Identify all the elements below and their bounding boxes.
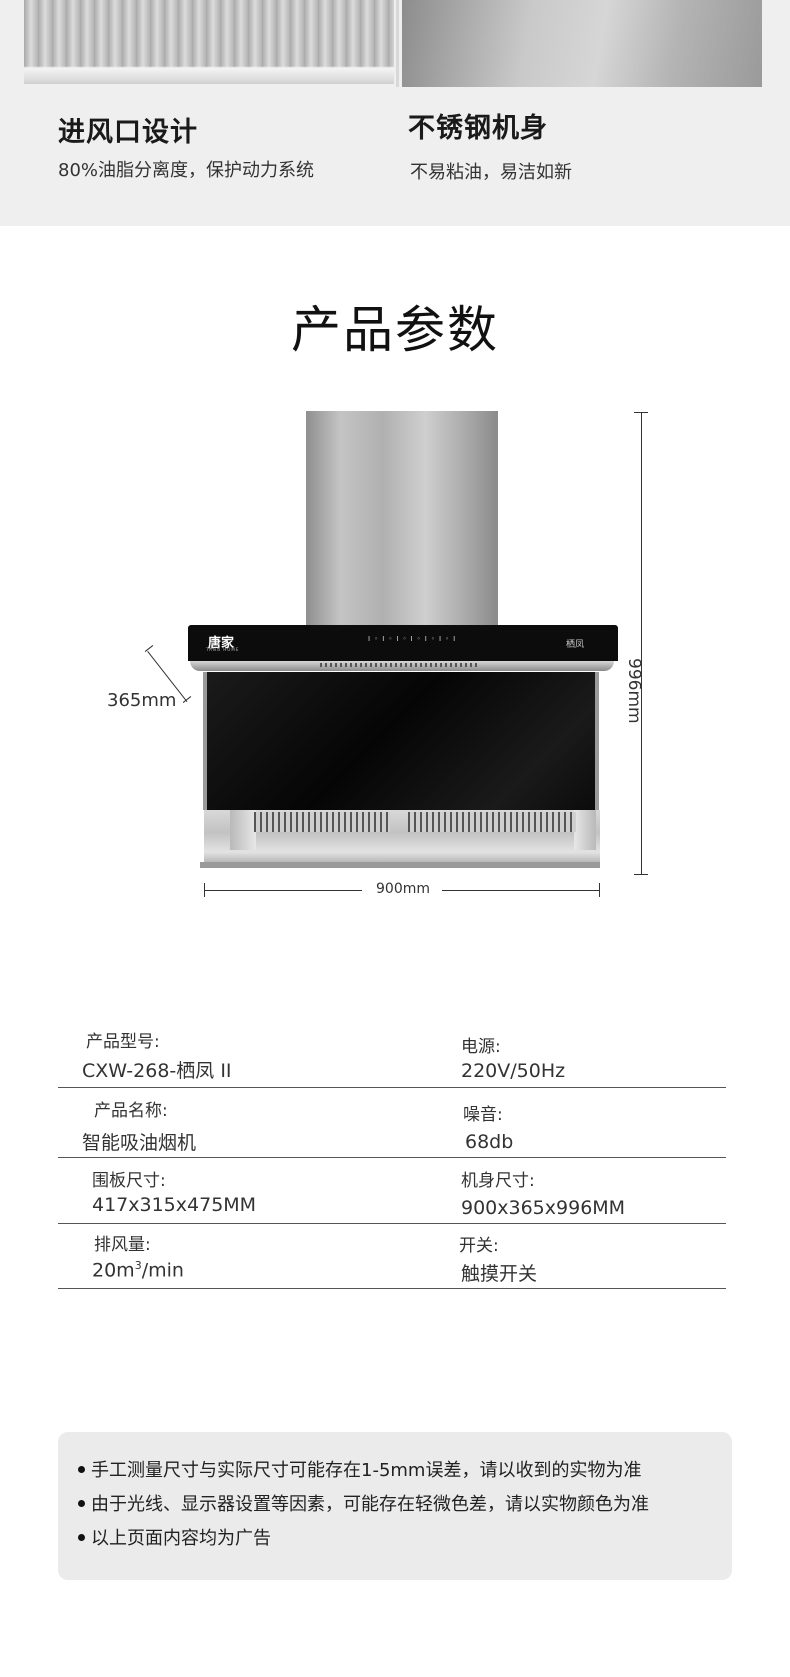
disclaimer-text: 以上页面内容均为广告 [91,1528,271,1549]
touch-controls-icon: I◦I◦I◦I◦I◦I◦I [368,635,460,643]
spec-value-body-size: 900x365x996MM [461,1197,626,1219]
brand-logo-subtext: TANG HOME [206,647,240,652]
hood-glass-panel [206,672,596,810]
feature-subtitle-air-inlet: 80%油脂分离度，保护动力系统 [58,160,315,181]
disclaimer-text: 手工测量尺寸与实际尺寸可能存在1-5mm误差，请以收到的实物为准 [91,1460,642,1481]
spec-label-noise: 噪音: [463,1105,503,1125]
rim-vent-slots [320,663,480,667]
spec-label-model: 产品型号: [86,1032,160,1052]
spec-value-name: 智能吸油烟机 [82,1132,197,1154]
spec-label-body-size: 机身尺寸: [461,1171,535,1191]
feature-title-air-inlet: 进风口设计 [58,117,198,148]
feature-subtitle-stainless-steel: 不易粘油，易洁如新 [410,162,572,183]
spec-row-divider [58,1157,726,1158]
depth-dimension-label: 365mm [107,690,177,711]
spec-value-airflow: 20m3/min [92,1259,184,1281]
spec-label-power: 电源: [461,1037,501,1057]
height-dimension-tick-bottom [634,874,648,875]
spec-row-divider [58,1223,726,1224]
depth-dimension-tick-top [144,645,154,652]
spec-label-panel-size: 围板尺寸: [92,1171,166,1191]
hood-fins-left [254,812,390,832]
disclaimer-item: 以上页面内容均为广告 [78,1524,271,1550]
image-divider [396,0,399,87]
height-dimension-line [641,412,642,874]
airflow-value-unit: /min [141,1259,184,1282]
spec-label-name: 产品名称: [94,1101,168,1121]
spec-row-divider [58,1288,726,1289]
width-dimension-tick-right [599,883,600,897]
disclaimer-item: 由于光线、显示器设置等因素，可能存在轻微色差，请以实物颜色为准 [78,1490,649,1516]
model-brand-mark: 栖凤 [566,640,585,650]
hood-base-block-right [574,810,596,850]
hood-side-right [595,672,599,810]
spec-value-switch: 触摸开关 [461,1263,538,1285]
hood-chimney [306,411,498,625]
bullet-icon [78,1533,85,1541]
airflow-value-main: 20m [92,1259,135,1282]
spec-value-power: 220V/50Hz [461,1060,566,1082]
disclaimer-box: 手工测量尺寸与实际尺寸可能存在1-5mm误差，请以收到的实物为准 由于光线、显示… [58,1432,732,1580]
stainless-steel-image [402,0,762,87]
spec-value-model: CXW-268-栖凤 II [82,1060,232,1082]
bullet-icon [78,1465,85,1473]
disclaimer-item: 手工测量尺寸与实际尺寸可能存在1-5mm误差，请以收到的实物为准 [78,1456,641,1482]
spec-label-airflow: 排风量: [94,1235,151,1255]
width-dimension-tick-left [204,883,205,897]
spec-label-switch: 开关: [459,1236,499,1256]
hood-fins-right [408,812,576,832]
section-title: 产品参数 [291,301,499,359]
hood-base-block-left [230,810,256,850]
hood-top-panel [188,625,618,661]
spec-value-noise: 68db [465,1131,514,1153]
spec-value-panel-size: 417x315x475MM [92,1194,257,1216]
brand-logo: 唐家 [208,636,235,651]
air-inlet-image [24,0,394,84]
height-dimension-label: 996mm [624,658,644,724]
height-dimension-tick-top [634,412,648,413]
airflow-value-superscript: 3 [134,1259,142,1272]
feature-title-stainless-steel: 不锈钢机身 [408,113,548,144]
width-dimension-label: 900mm [376,881,430,897]
hood-side-left [203,672,207,810]
disclaimer-text: 由于光线、显示器设置等因素，可能存在轻微色差，请以实物颜色为准 [91,1494,649,1515]
bullet-icon [78,1499,85,1507]
hood-base-bottom [200,862,600,868]
spec-row-divider [58,1087,726,1088]
width-dimension-gap [362,880,442,900]
